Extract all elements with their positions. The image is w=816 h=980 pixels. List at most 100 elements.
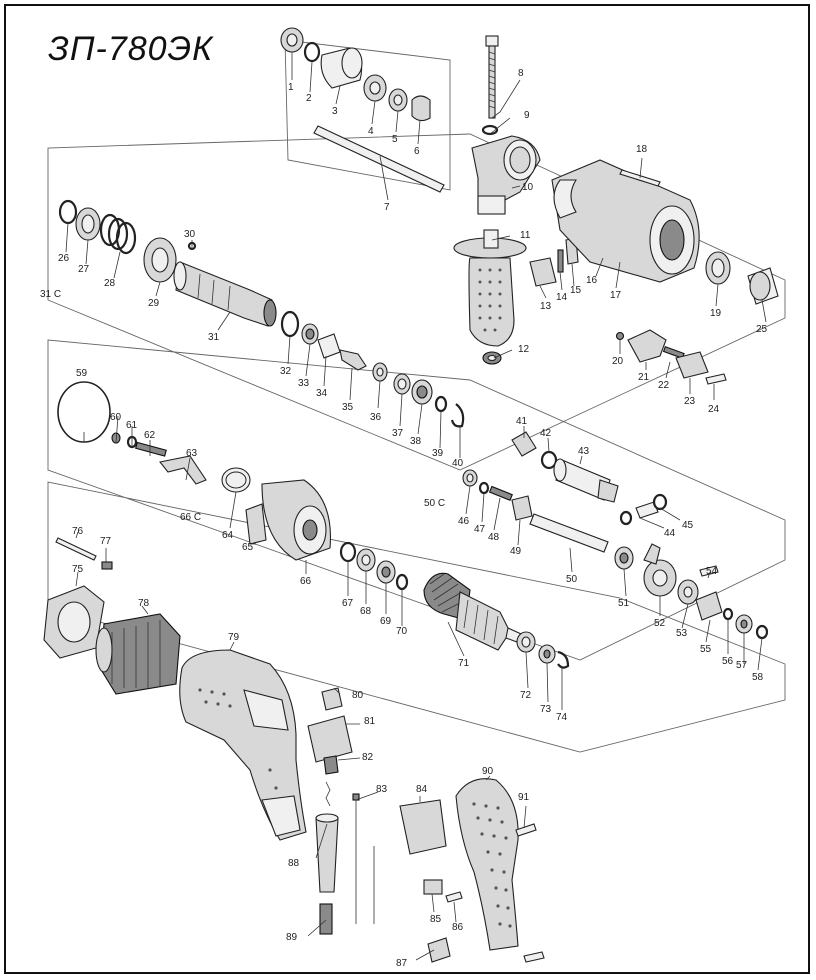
part-label-6: 6 — [414, 146, 420, 157]
part-label-85: 85 — [430, 914, 442, 925]
part-label-17: 17 — [610, 290, 622, 301]
part-64-ring — [221, 467, 251, 493]
part-53-washer — [677, 579, 699, 605]
part-5-washer — [388, 88, 408, 112]
part-label-77: 77 — [100, 536, 112, 547]
part-85-switch — [423, 879, 443, 895]
part-label-26: 26 — [58, 253, 70, 264]
part-label-2: 2 — [306, 93, 312, 104]
part-label-79: 79 — [228, 632, 240, 643]
part-label-24: 24 — [708, 404, 720, 415]
part-label-51: 51 — [618, 598, 630, 609]
part-62-spring — [135, 441, 167, 457]
part-34-striker — [317, 333, 341, 359]
part-label-57: 57 — [736, 660, 748, 671]
part-label-18: 18 — [636, 144, 648, 155]
panel-front-assembly — [284, 39, 451, 191]
part-3-sleeve — [320, 47, 363, 89]
part-label-37: 37 — [392, 428, 404, 439]
part-36-washer — [372, 362, 388, 382]
part-44b-ring — [619, 510, 633, 526]
part-81-brush-plate — [307, 715, 353, 763]
part-82b-spring — [325, 781, 331, 807]
part-1-bushing — [280, 27, 304, 53]
part-75-fan-baffle — [43, 585, 105, 659]
part-40-circlip — [450, 403, 465, 428]
part-90-handle-housing — [455, 778, 519, 951]
part-58-ring — [755, 624, 769, 640]
part-label-65: 65 — [242, 542, 254, 553]
model-title: ЗП-780ЭК — [48, 30, 214, 68]
part-label-70: 70 — [396, 626, 408, 637]
part-label-32: 32 — [280, 366, 292, 377]
part-label-64: 64 — [222, 530, 234, 541]
part-8-threaded-rod — [485, 35, 499, 119]
part-57-bearing — [735, 614, 753, 634]
part-label-20: 20 — [612, 356, 624, 367]
part-label-63: 63 — [186, 448, 198, 459]
part-41-plug — [511, 431, 537, 457]
part-88-cord-guard — [315, 813, 339, 893]
part-label-89: 89 — [286, 932, 298, 943]
part-label-8: 8 — [518, 68, 524, 79]
part-13-mode-switch — [529, 257, 557, 287]
part-label-52: 52 — [654, 618, 666, 629]
part-label-36: 36 — [370, 412, 382, 423]
part-66-intermediate-flange — [261, 479, 332, 561]
part-55-plate — [695, 591, 723, 621]
group-label-66c: 66 C — [180, 512, 201, 523]
part-label-48: 48 — [488, 532, 500, 543]
part-number-labels: 1 2 3 4 5 6 7 8 9 10 11 12 13 14 15 16 1… — [58, 68, 768, 969]
part-46-bearing — [462, 469, 478, 487]
part-89-cord — [319, 903, 333, 935]
part-70-washer — [395, 573, 409, 591]
part-label-27: 27 — [78, 264, 90, 275]
part-10-handle-clamp — [471, 135, 541, 215]
part-20-ball — [615, 331, 625, 341]
part-42-o-ring — [540, 450, 558, 470]
part-label-61: 61 — [126, 420, 138, 431]
part-label-60: 60 — [110, 412, 122, 423]
part-label-53: 53 — [676, 628, 688, 639]
part-65-bracket — [245, 503, 267, 545]
part-label-67: 67 — [342, 598, 354, 609]
part-label-88: 88 — [288, 858, 300, 869]
part-label-55: 55 — [700, 644, 712, 655]
part-label-9: 9 — [524, 110, 530, 121]
part-48-spring — [488, 485, 513, 501]
part-71-armature — [423, 572, 531, 651]
part-label-31: 31 — [208, 332, 220, 343]
group-label-50c: 50 C — [424, 498, 445, 509]
part-label-29: 29 — [148, 298, 160, 309]
part-82-carbon-brush — [323, 755, 339, 775]
part-47-ring — [478, 481, 490, 495]
part-76-screw — [55, 537, 97, 561]
part-label-68: 68 — [360, 606, 372, 617]
part-label-39: 39 — [432, 448, 444, 459]
part-label-35: 35 — [342, 402, 354, 413]
part-43-piston — [553, 458, 619, 503]
part-label-10: 10 — [522, 182, 534, 193]
part-33-bushing — [301, 323, 319, 345]
part-label-75: 75 — [72, 564, 84, 575]
part-91-screw — [515, 823, 537, 837]
part-label-25: 25 — [756, 324, 768, 335]
leader-lines — [65, 52, 767, 961]
part-label-42: 42 — [540, 428, 552, 439]
part-label-30: 30 — [184, 229, 196, 240]
part-73-bearing — [538, 644, 556, 664]
part-label-3: 3 — [332, 106, 338, 117]
part-label-90: 90 — [482, 766, 494, 777]
part-49-clutch — [511, 495, 533, 521]
part-label-49: 49 — [510, 546, 522, 557]
part-label-69: 69 — [380, 616, 392, 627]
part-label-41: 41 — [516, 416, 528, 427]
part-79-motor-housing — [179, 649, 307, 841]
part-label-23: 23 — [684, 396, 696, 407]
part-label-84: 84 — [416, 784, 428, 795]
part-67-o-ring — [339, 541, 357, 563]
part-29-gear-ring — [143, 237, 177, 283]
part-52-crank-gear — [643, 543, 677, 597]
